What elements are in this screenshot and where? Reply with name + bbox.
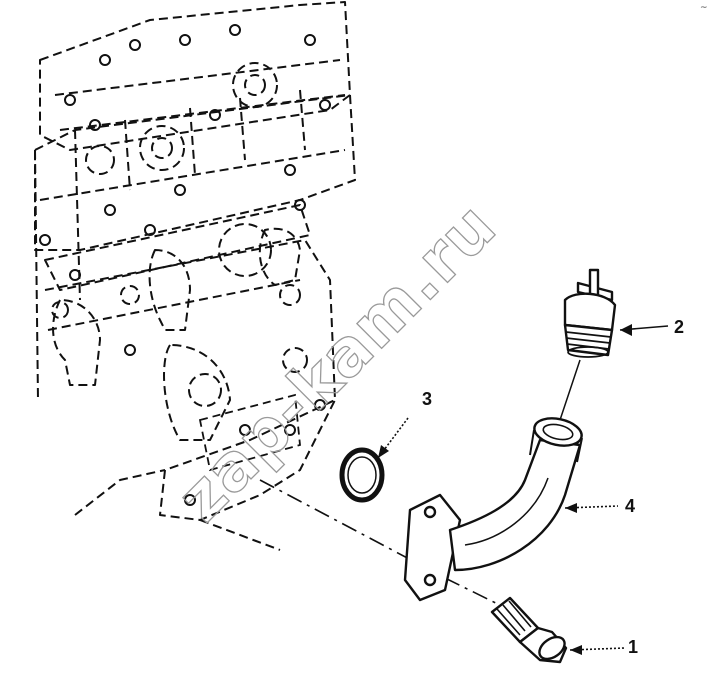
block-oil-port-outline xyxy=(198,393,301,472)
callout-2: 2 xyxy=(674,317,684,337)
part-3-gasket xyxy=(339,447,385,503)
part-4-filler-pipe xyxy=(403,417,583,602)
part-1-bolt xyxy=(490,596,568,664)
block-bolt-holes xyxy=(39,24,331,506)
watermark-text: zap-kam.ru xyxy=(164,189,511,536)
callout-4: 4 xyxy=(625,496,635,516)
leader-arrowheads xyxy=(378,324,632,655)
callout-3: 3 xyxy=(422,389,432,409)
part-2-filler-cap xyxy=(563,268,617,358)
corner-mark: ~ xyxy=(700,3,708,13)
pipe-to-cap-centerline xyxy=(559,359,581,421)
callout-1: 1 xyxy=(628,637,638,657)
engine-block-outline xyxy=(34,1,356,551)
